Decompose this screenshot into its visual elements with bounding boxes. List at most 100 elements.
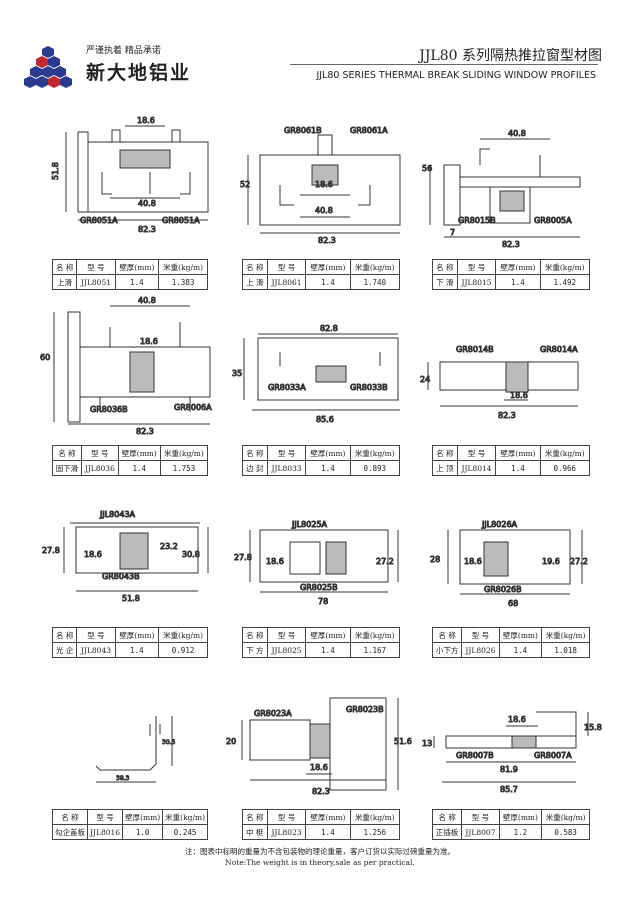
dimension-label: 30.5: [162, 739, 176, 746]
part-code: GR8007A: [534, 751, 572, 760]
dimension-label: 51.8: [122, 594, 140, 603]
profile-drawing-jjl8033: 82.8 35 85.6 GR8033A GR8033B: [230, 318, 410, 428]
dimension-label: 82.8: [320, 324, 338, 333]
logo-cube: [42, 66, 54, 78]
part-code: GR8015B: [458, 216, 496, 225]
profile-weight: 1.492: [539, 274, 591, 290]
col-header-weight: 米重(kg/m): [349, 809, 401, 825]
part-code: JJL8025A: [291, 520, 328, 529]
col-header-name: 名 称: [51, 627, 78, 643]
dimension-label: 24: [420, 375, 430, 384]
profile-thickness: 1.4: [114, 274, 160, 290]
profile-model: JJL8016: [86, 824, 124, 840]
col-header-name: 名 称: [242, 445, 268, 461]
dimension-label: 18.6: [510, 391, 528, 400]
dimension-label: 81.9: [500, 765, 518, 774]
col-header-name: 名 称: [432, 259, 458, 275]
col-header-weight: 米重(kg/m): [162, 809, 209, 825]
dimension-label: 85.7: [500, 785, 518, 794]
col-header-thickness: 壁厚(mm): [114, 259, 160, 275]
dimension-label: 18.6: [310, 763, 328, 772]
col-header-model: 型 号: [266, 445, 307, 461]
profile-weight: 1.753: [159, 460, 209, 476]
profile-thickness: 1.4: [114, 642, 160, 658]
profile-thickness: 1.0: [122, 824, 164, 840]
col-header-name: 名 称: [51, 259, 78, 275]
profile-weight: 1.256: [349, 824, 401, 840]
col-header-weight: 米重(kg/m): [539, 445, 591, 461]
col-header-model: 型 号: [461, 809, 500, 825]
title-divider: [290, 64, 598, 65]
col-header-weight: 米重(kg/m): [158, 259, 208, 275]
company-logo: [24, 46, 72, 88]
profile-thickness: 1.4: [305, 460, 351, 476]
part-code: GR8014B: [456, 345, 494, 354]
part-code: GR8036B: [90, 405, 128, 414]
profile-weight: 0.966: [539, 460, 591, 476]
dimension-label: 82.3: [498, 411, 516, 420]
dimension-label: 51.6: [394, 737, 412, 746]
dimension-label: 82.3: [138, 225, 156, 234]
dimension-label: 30.8: [182, 550, 200, 559]
col-header-model: 型 号: [266, 809, 307, 825]
dimension-label: 18.6: [508, 715, 526, 724]
profile-drawing-jjl8007: 18.6 13 15.8 81.9 85.7 GR8007B GR8007A: [420, 706, 602, 796]
profile-drawing-jjl8025: JJL8025A GR8025B 27.8 18.6 27.2 78: [230, 518, 410, 618]
profile-thickness: 1.4: [305, 824, 351, 840]
dimension-label: 85.6: [316, 415, 334, 424]
profile-thickness: 1.2: [498, 824, 543, 840]
dimension-label: 60: [40, 353, 50, 362]
col-header-name: 名 称: [52, 445, 82, 461]
profile-weight: 1.740: [349, 274, 401, 290]
footer-note-cn: 注：图表中标明的重量为不含包装物的理论重量，客户订货以实际过磅重量为准。: [185, 847, 455, 856]
dimension-label: 35: [232, 369, 242, 378]
profile-name: 下 方: [242, 642, 268, 658]
dimension-label: 18.6: [137, 116, 155, 125]
profile-name: 光 企: [51, 642, 78, 658]
col-header-thickness: 壁厚(mm): [498, 627, 543, 643]
col-header-weight: 米重(kg/m): [158, 627, 208, 643]
dimension-label: 82.3: [136, 427, 154, 436]
dimension-label: 27.2: [570, 557, 588, 566]
dimension-label: 38.3: [116, 775, 130, 782]
profile-model: JJL8036: [80, 460, 119, 476]
col-header-model: 型 号: [80, 445, 119, 461]
profile-name: 下 滑: [432, 274, 458, 290]
part-code: GR8006A: [174, 403, 212, 412]
col-header-thickness: 壁厚(mm): [305, 809, 351, 825]
logo-cube: [60, 76, 72, 88]
col-header-weight: 米重(kg/m): [541, 627, 590, 643]
profile-model: JJL8033: [266, 460, 307, 476]
col-header-name: 名 称: [431, 809, 463, 825]
part-code: GR8051A: [162, 216, 200, 225]
col-header-model: 型 号: [76, 627, 116, 643]
col-header-name: 名 称: [242, 809, 268, 825]
profile-thickness: 1.4: [305, 642, 351, 658]
col-header-model: 型 号: [76, 259, 116, 275]
dimension-label: 82.3: [502, 240, 520, 249]
logo-cube: [30, 66, 42, 78]
part-code: GR8023B: [346, 705, 384, 714]
profile-name: 上 滑: [242, 274, 268, 290]
profile-thickness: 1.4: [495, 460, 541, 476]
dimension-label: 82.3: [318, 236, 336, 245]
dimension-label: 27.8: [42, 546, 60, 555]
part-code: GR8061B: [284, 126, 322, 135]
logo-cube: [54, 66, 66, 78]
col-header-thickness: 壁厚(mm): [117, 445, 161, 461]
col-header-weight: 米重(kg/m): [159, 445, 209, 461]
dimension-label: 18.6: [84, 550, 102, 559]
col-header-name: 名 称: [242, 627, 268, 643]
dimension-label: 78: [318, 597, 328, 606]
profile-model: JJL8014: [456, 460, 497, 476]
part-code: GR8033A: [268, 383, 306, 392]
profile-model: JJL8023: [266, 824, 307, 840]
col-header-model: 型 号: [461, 627, 500, 643]
col-header-name: 名 称: [242, 259, 268, 275]
dimension-label: 40.8: [138, 296, 156, 305]
